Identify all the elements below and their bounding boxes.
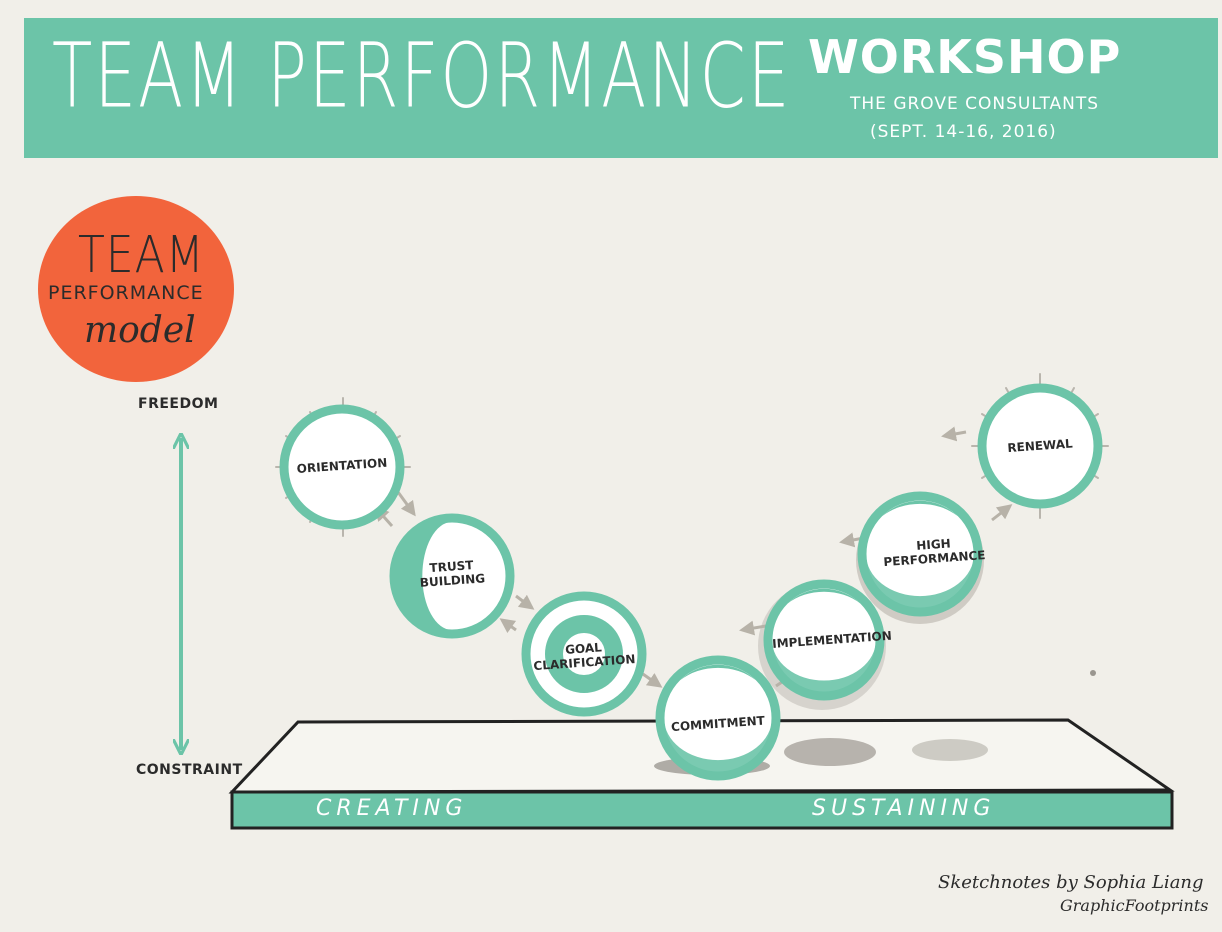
stage-circle-goal-clarification bbox=[521, 591, 647, 717]
stage-circle-renewal bbox=[977, 383, 1103, 509]
model-badge-line1: TEAM bbox=[78, 226, 205, 285]
stage-circle-commitment bbox=[655, 655, 781, 781]
model-badge bbox=[38, 196, 234, 382]
organization-name: THE GROVE CONSULTANTS bbox=[850, 94, 1100, 114]
shadow bbox=[912, 739, 988, 761]
header-banner bbox=[24, 18, 1218, 158]
phase-label-sustaining: SUSTAINING bbox=[812, 796, 996, 821]
model-badge-line2: PERFORMANCE bbox=[48, 282, 204, 304]
stage-circle-high-performance bbox=[857, 491, 983, 617]
stage-circle-orientation bbox=[279, 404, 405, 530]
workshop-dates: (SEPT. 14-16, 2016) bbox=[870, 122, 1057, 142]
page-subtitle: WORKSHOP bbox=[808, 30, 1122, 84]
model-badge-line3: model bbox=[84, 310, 196, 351]
shadow bbox=[784, 738, 876, 766]
phase-label-creating: CREATING bbox=[316, 796, 468, 821]
credit-line2: GraphicFootprints bbox=[1060, 896, 1209, 915]
page-title: TEAM PERFORMANCE bbox=[52, 24, 792, 128]
stage-circle-trust-building bbox=[389, 513, 515, 639]
stage-arrows bbox=[374, 426, 1013, 688]
stage-circle-implementation bbox=[763, 579, 885, 701]
stray-dot bbox=[1090, 670, 1096, 676]
credit-line1: Sketchnotes by Sophia Liang bbox=[938, 872, 1204, 893]
platform-front bbox=[230, 790, 1174, 830]
stage-label-trust-building: TRUST BUILDING bbox=[419, 558, 486, 591]
axis-label-freedom: FREEDOM bbox=[138, 396, 219, 412]
axis-label-constraint: CONSTRAINT bbox=[136, 762, 243, 778]
